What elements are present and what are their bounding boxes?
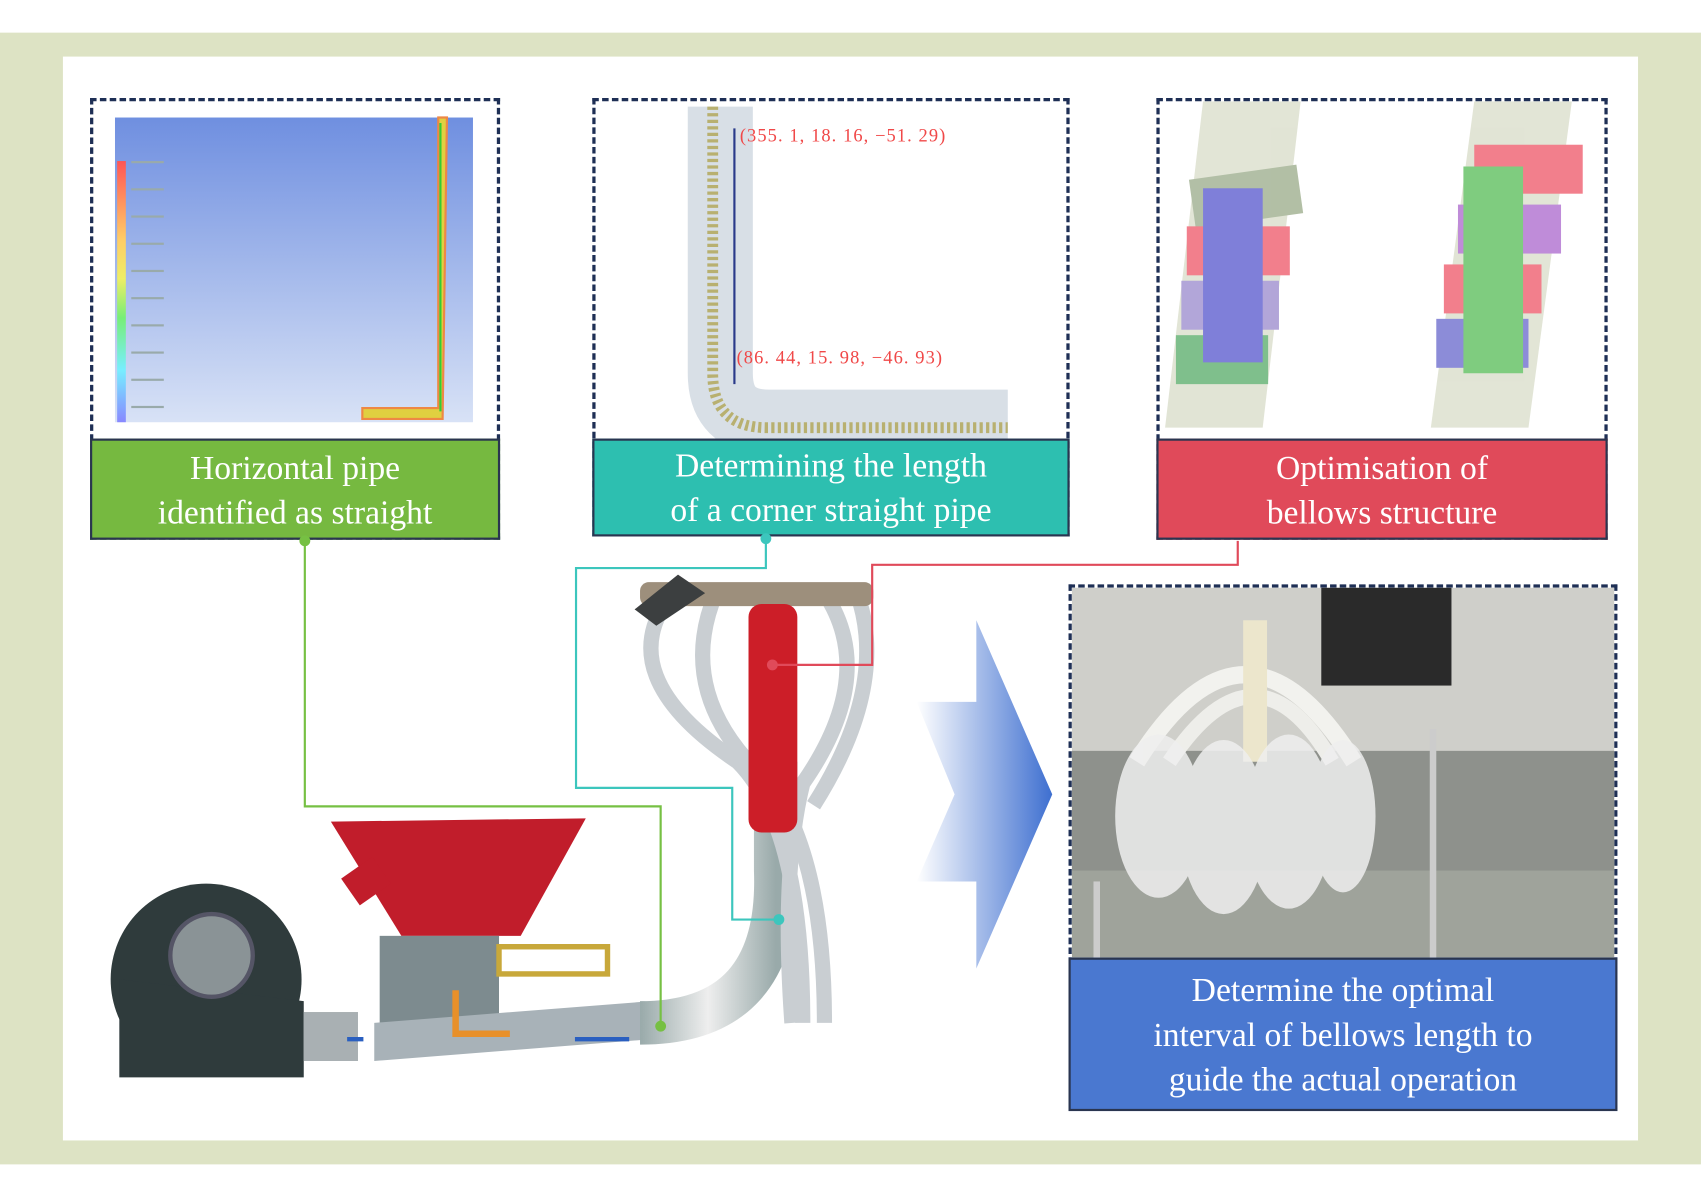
cfd-velocity-image — [114, 116, 473, 423]
label-line: Determine the optimal — [1191, 970, 1495, 1009]
bellows-tube — [748, 603, 798, 833]
horizontal-pipe-label: Horizontal pipe identified as straight — [90, 438, 501, 540]
bellows-label: Optimisation of bellows structure — [1156, 438, 1608, 540]
bellows-simulation-image — [1165, 101, 1583, 428]
label-line: bellows structure — [1266, 492, 1498, 531]
label-line: of a corner straight pipe — [670, 490, 992, 529]
coordinate-top: (355. 1, 18. 16, −51. 29) — [739, 125, 947, 146]
label-line: interval of bellows length to — [1153, 1015, 1533, 1054]
corner-pipe-image — [687, 106, 1008, 450]
label-line: Determining the length — [674, 446, 987, 485]
experiment-photo — [1071, 587, 1615, 964]
hopper — [330, 818, 586, 936]
label-line: Optimisation of — [1275, 447, 1489, 486]
hose-bundle — [643, 588, 875, 1024]
result-label: Determine the optimal interval of bellows… — [1068, 957, 1618, 1112]
label-line: identified as straight — [157, 492, 433, 531]
corner-pipe-label: Determining the length of a corner straig… — [592, 438, 1070, 537]
coordinate-bottom: (86. 44, 15. 98, −46. 93) — [736, 347, 944, 368]
blower-fan — [110, 883, 358, 1078]
flow-arrow — [916, 620, 1053, 969]
label-line: guide the actual operation — [1168, 1059, 1518, 1098]
label-line: Horizontal pipe — [189, 447, 401, 486]
